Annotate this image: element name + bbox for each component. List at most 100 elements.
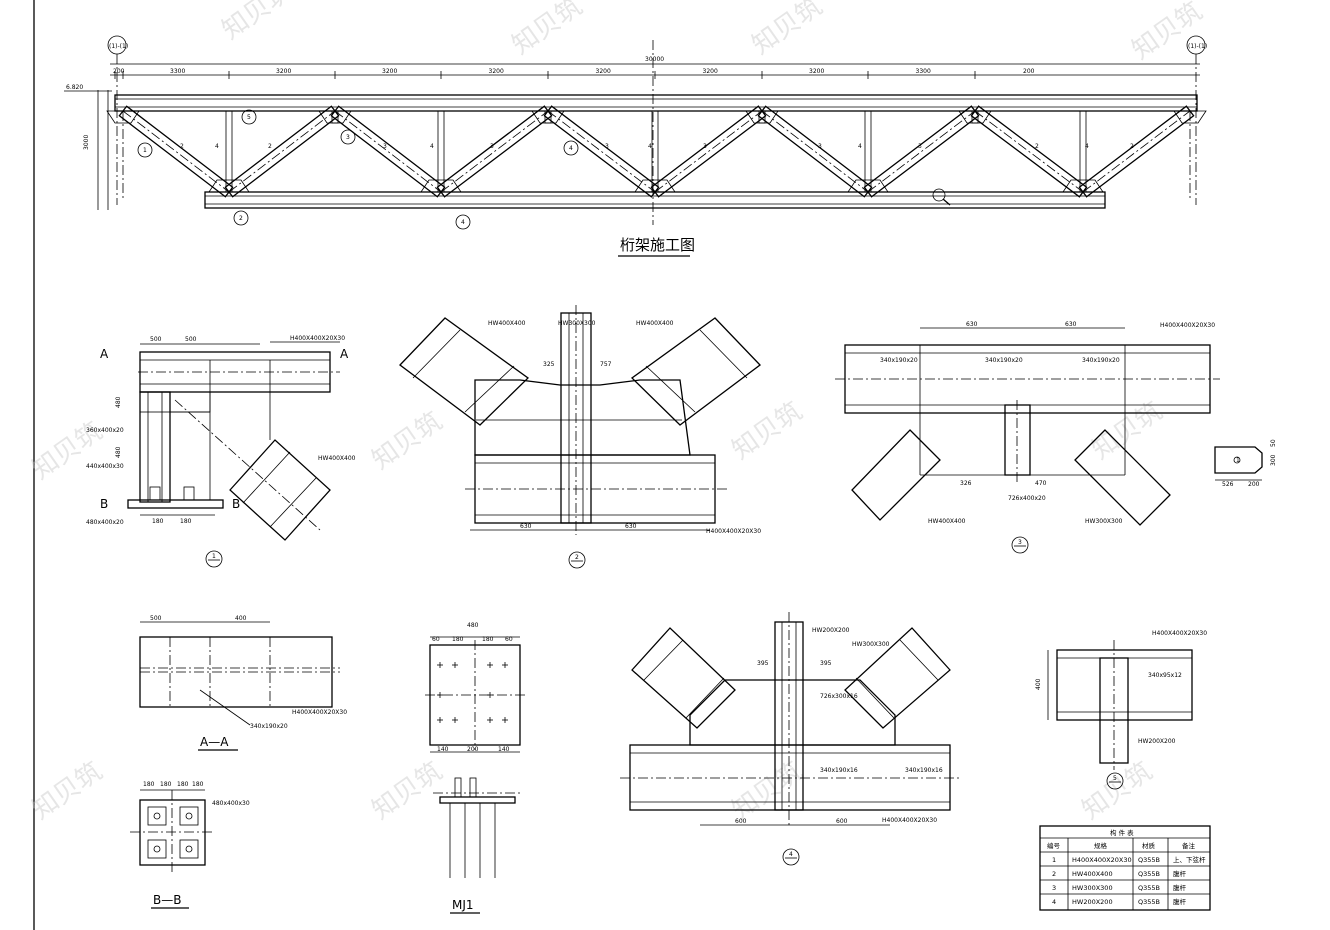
callout-2-text: 2	[239, 215, 243, 222]
table-cell: 上、下弦杆	[1173, 855, 1206, 864]
mj1-dim: 480	[467, 622, 479, 629]
watermark: 知贝筑	[747, 0, 828, 61]
member-number: 4	[215, 143, 219, 150]
d4-plate: 340x190x16	[905, 767, 943, 774]
table-cell: 腹杆	[1173, 897, 1187, 906]
table-cell: Q355B	[1138, 856, 1160, 864]
detail-1-label: 1	[212, 553, 216, 560]
height-dim: 3000	[83, 135, 90, 150]
detail-5: 400 H400X400X20X30 340x95x12 HW200X200 5	[1035, 630, 1207, 790]
d1-dim: 480	[115, 446, 122, 458]
d2-dim: 757	[600, 361, 612, 368]
d4-plate: 726x300x16	[820, 693, 858, 700]
gusset-plate	[958, 110, 992, 124]
d1-dim: 180	[152, 518, 164, 525]
mj1-dim: 60	[432, 636, 440, 643]
member-number: 4	[1085, 143, 1089, 150]
gusset-plate	[1062, 179, 1104, 193]
callout-4b-text: 4	[569, 145, 573, 152]
magnifier-icon[interactable]	[932, 188, 951, 206]
mj1-dim: 200	[467, 746, 479, 753]
mj1-label: MJ1	[452, 898, 474, 912]
truss-span-dim: 3200	[703, 68, 718, 75]
aa-spec: H400X400X20X30	[292, 709, 347, 716]
watermark: 知贝筑	[367, 406, 448, 475]
detail-4-bubble	[782, 848, 800, 866]
table-cell: HW400X400	[1072, 870, 1113, 878]
mj1-dim: 60	[505, 636, 513, 643]
member-number: 3	[383, 143, 387, 150]
aa-dim: 500	[150, 615, 162, 622]
d4-dim: 395	[757, 660, 769, 667]
watermark: 知贝筑	[217, 0, 298, 46]
gusset-plate	[420, 179, 462, 193]
callout-1-text: 1	[143, 147, 147, 154]
d4-dim: 600	[735, 818, 747, 825]
d3-dim: 326	[960, 480, 972, 487]
callout-5	[241, 109, 257, 125]
table-header: 编号	[1047, 841, 1061, 850]
truss-title: 桁架施工图	[620, 236, 695, 254]
member-number: 3	[703, 143, 707, 150]
truss-span-dim: 200	[1023, 68, 1035, 75]
bb-dim: 180	[192, 781, 204, 788]
member-number: 4	[430, 143, 434, 150]
callout-4b	[563, 140, 579, 156]
member-number: 2	[1130, 143, 1134, 150]
bb-dim: 180	[143, 781, 155, 788]
section-mark-a: A	[340, 347, 349, 361]
callout-1	[137, 142, 153, 158]
gusset-plate	[847, 179, 889, 193]
d1-plate: 360x400x20	[86, 427, 124, 434]
web-member	[757, 105, 873, 198]
aa-label: A—A	[200, 735, 229, 749]
d4-dim: 600	[836, 818, 848, 825]
d4-dim: 395	[820, 660, 832, 667]
d1-spec-top: H400X400X20X30	[290, 335, 345, 342]
detail-3: 630 630 H400X400X20X30 HW400X400 HW300X3…	[835, 321, 1277, 554]
table-cell: 1	[1052, 856, 1056, 864]
member-number: 4	[648, 143, 652, 150]
small-plate-label: 1	[1236, 457, 1240, 464]
detail-5-bubble	[1106, 772, 1124, 790]
table-cell: HW200X200	[1072, 898, 1113, 906]
top-chord	[114, 94, 1198, 112]
section-bb: 180 180 180 180 480x400x30 B—B	[130, 781, 250, 909]
web-member	[1078, 105, 1195, 198]
gusset-plate	[1173, 110, 1207, 124]
member-number: 3	[918, 143, 922, 150]
mj1-dim: 180	[482, 636, 494, 643]
d2-dim: 630	[625, 523, 637, 530]
table-cell: HW300X300	[1072, 884, 1113, 892]
detail-1-bubble	[205, 550, 223, 568]
table-cell: 腹杆	[1173, 869, 1187, 878]
d1-dim: 500	[185, 336, 197, 343]
detail-3-label: 3	[1018, 539, 1022, 546]
detail-5-label: 5	[1113, 775, 1117, 782]
detail-2-bubble	[568, 551, 586, 569]
mj1-dim: 140	[437, 746, 449, 753]
d2-spec-mid: HW300X300	[558, 320, 596, 327]
member-number: 2	[268, 143, 272, 150]
member-number: 3	[605, 143, 609, 150]
table-cell: Q355B	[1138, 870, 1160, 878]
table-title: 构 件 表	[1110, 828, 1134, 837]
d3-dim: 630	[1065, 321, 1077, 328]
truss-span-dim: 3200	[276, 68, 291, 75]
bb-dim: 180	[177, 781, 189, 788]
small-plate	[1214, 446, 1263, 474]
table-cell: H400X400X20X30	[1072, 856, 1132, 864]
d1-plate: 440x400x30	[86, 463, 124, 470]
watermark: 知贝筑	[1077, 756, 1158, 825]
detail-4: 600 600 395 395 HW200X200 HW300X300 H400…	[620, 612, 960, 866]
gusset-plate	[745, 110, 779, 124]
web-member	[330, 105, 446, 198]
watermark: 知贝筑	[727, 396, 808, 465]
table-cell: 3	[1052, 884, 1056, 892]
gusset-plate	[106, 110, 140, 124]
d5-spec-bot: HW200X200	[1138, 738, 1176, 745]
table-header: 材质	[1142, 841, 1156, 850]
member-number: 2	[180, 143, 184, 150]
truss-span-dim: 3200	[489, 68, 504, 75]
callout-3	[340, 129, 356, 145]
